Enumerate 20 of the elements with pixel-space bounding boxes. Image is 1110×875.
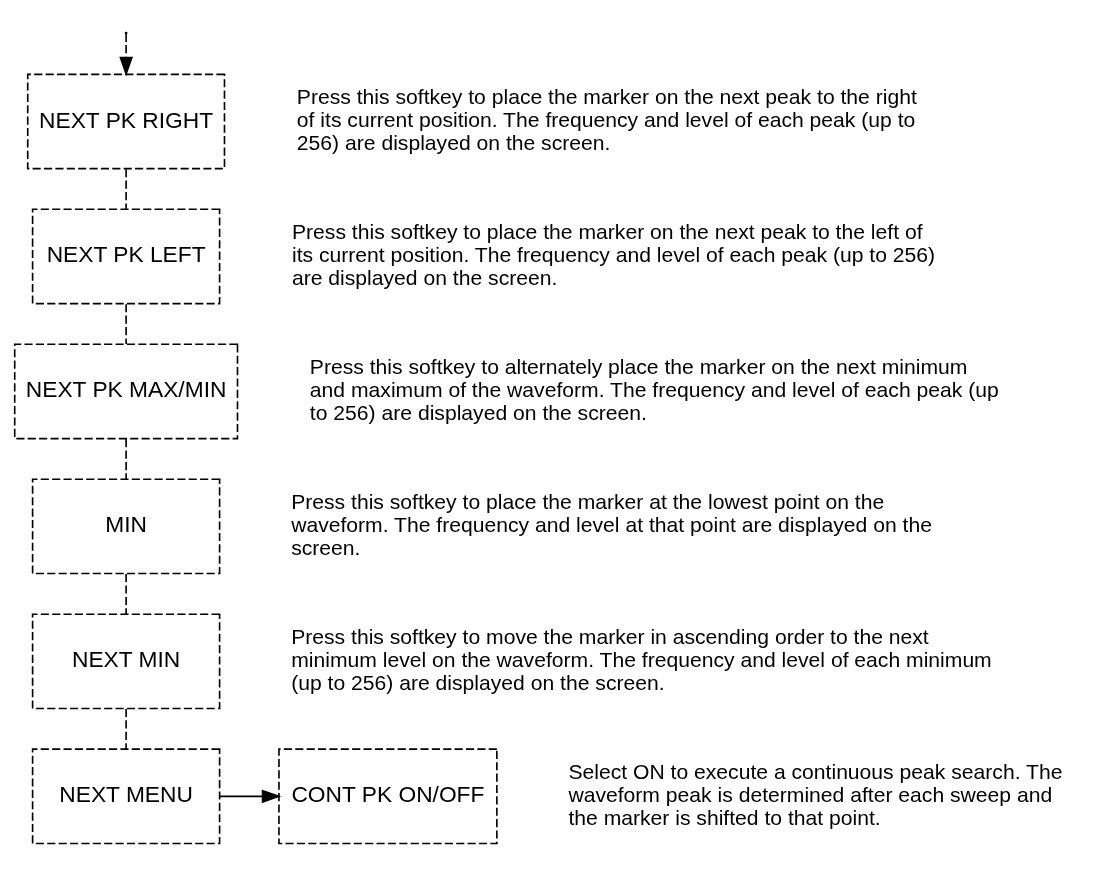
connector: [125, 437, 127, 480]
node-label: Press this softkey to alternately place the marker on the next minimum and maximum of the waveform. The frequency and level of each peak (up to 256) are displayed on the screen.: [309, 354, 999, 424]
node-box: CONT PK ON/OFF: [278, 747, 498, 844]
node-box: NEXT PK RIGHT: [26, 73, 226, 169]
node-label: Select ON to execute a continuous peak search. The waveform peak is determined after each sweep and the marker is shifted to that point.: [568, 759, 1063, 829]
node-box: NEXT MIN: [31, 612, 221, 709]
node-box: MIN: [31, 477, 221, 574]
connector: [125, 167, 127, 210]
node-label: Press this softkey to place the marker on the next peak to the right of its current position. The frequency and level of each peak (up to 256) are displayed on the screen.: [296, 84, 917, 154]
node-label: Press this softkey to place the marker on the next peak to the left of its current position. The frequency and level of each peak (up to 256) are displayed on the screen.: [291, 219, 936, 289]
connector: [125, 302, 127, 345]
node-label: Press this softkey to move the marker in ascending order to the next minimum level on the waveform. The frequency and level of each minimum (up to 256) are displayed on the screen.: [291, 624, 992, 694]
node-box: NEXT PK LEFT: [31, 208, 221, 304]
node-box: NEXT MENU: [31, 747, 221, 844]
arrow: [218, 789, 282, 803]
connector: [125, 572, 127, 615]
node-label: Press this softkey to place the marker at the lowest point on the waveform. The frequency and level at that point are displayed on the screen.: [291, 489, 932, 559]
arrow: [119, 32, 133, 76]
connector: [125, 707, 127, 750]
node-box: NEXT PK MAX/MIN: [13, 342, 239, 439]
